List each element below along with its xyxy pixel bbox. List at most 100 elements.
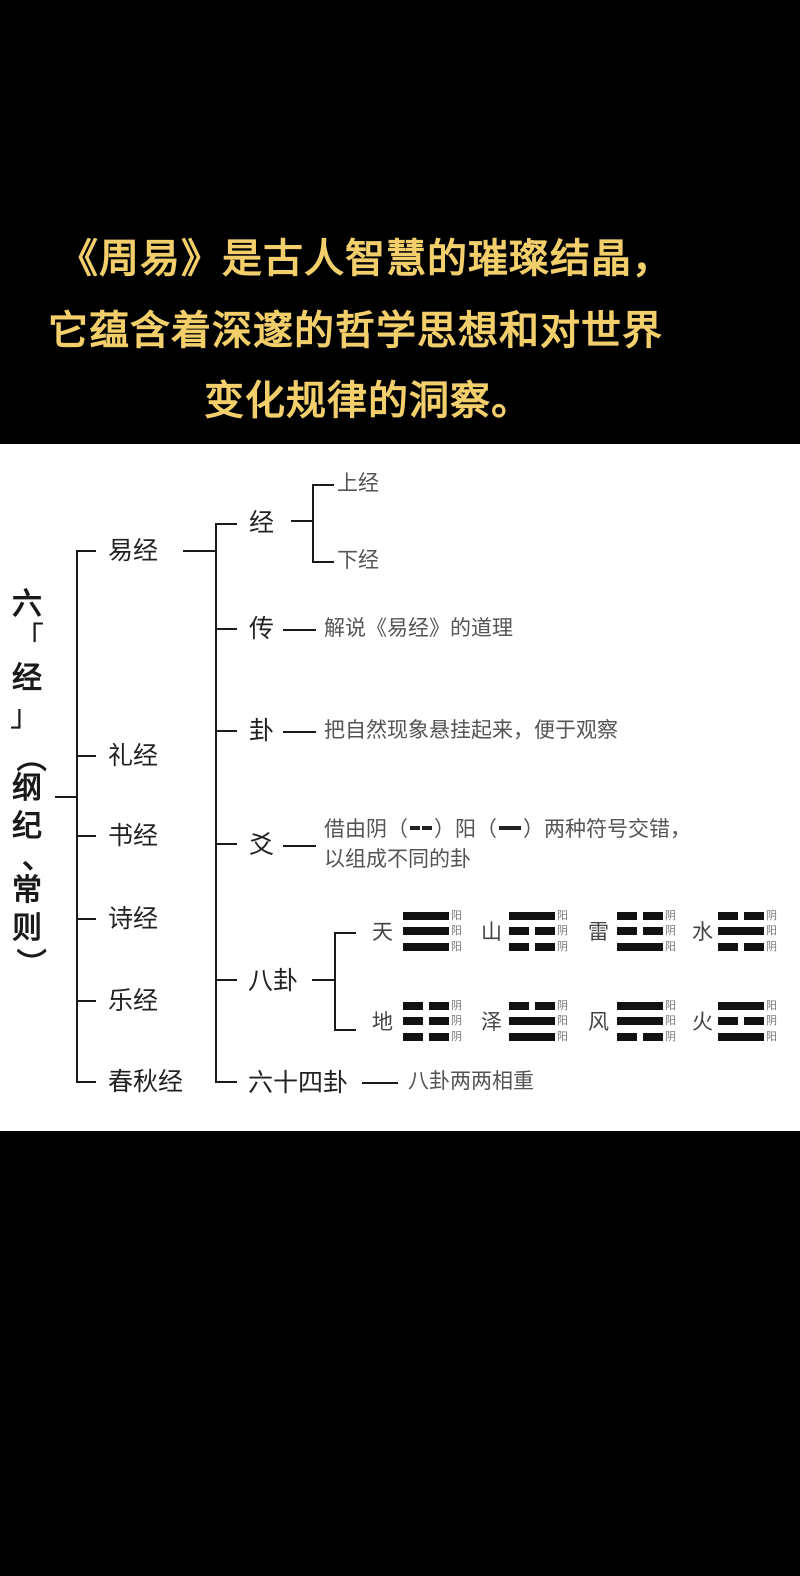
yao-description-line-1: 借由阴（ ）阳（ ）两种符号交错， (324, 814, 691, 844)
root-char: 纲 (12, 771, 42, 806)
yin-line-icon (617, 927, 663, 935)
connector (312, 979, 335, 981)
root-char: 常 (12, 873, 42, 908)
part-zhuan: 传 (249, 614, 275, 643)
yin-line-icon (403, 1033, 449, 1041)
caption-line-1: 《周易》是古人智慧的璀璨结晶， (58, 236, 673, 282)
yin-line-icon (509, 943, 555, 951)
connector (215, 1081, 237, 1083)
classic-yuejing: 乐经 (108, 986, 159, 1015)
text: ）阳（ (434, 817, 497, 841)
line-label: 阴 (451, 999, 462, 1012)
yin-line-icon (509, 927, 555, 935)
yang-line-icon (718, 1033, 764, 1041)
line-label: 阴 (665, 909, 676, 922)
caption-line-3: 变化规律的洞察。 (204, 378, 532, 424)
text: 借由阴（ (324, 817, 408, 841)
six-classics-diagram: 六 「 经 」 （ 纲 纪 、 常 则 ） 易经 礼经 书经 诗经 乐经 春秋经… (0, 444, 800, 1131)
part-jing: 经 (249, 508, 275, 537)
connector (215, 979, 237, 981)
root-char: 」 (10, 699, 40, 734)
connector (215, 628, 237, 630)
yao-description: 借由阴（ ）阳（ ）两种符号交错， 以组成不同的卦 (324, 814, 691, 875)
trigram-name: 雷 (588, 920, 609, 944)
text: ）两种符号交错， (523, 817, 691, 841)
yin-line-icon (509, 1002, 555, 1010)
connector (312, 484, 334, 486)
line-label: 阳 (557, 1014, 568, 1027)
sixty-four-gua-description: 八卦两两相重 (408, 1069, 534, 1093)
yang-line-icon (509, 1017, 555, 1025)
trigram-name: 水 (692, 920, 713, 944)
yin-line-icon (718, 1017, 764, 1025)
jing-bracket (312, 484, 314, 563)
line-label: 阳 (557, 1030, 568, 1043)
yang-line-icon (509, 1033, 555, 1041)
yin-line-icon (718, 943, 764, 951)
line-label: 阳 (766, 924, 777, 937)
line-label: 阴 (665, 924, 676, 937)
root-char: 、 (22, 841, 52, 876)
xiajing: 下经 (337, 548, 379, 572)
line-label: 阳 (665, 1014, 676, 1027)
classics-bracket (76, 550, 78, 1083)
part-yao: 爻 (249, 830, 275, 859)
root-char: 纪 (12, 809, 42, 844)
part-gua: 卦 (249, 716, 275, 745)
yang-line-icon (718, 1002, 764, 1010)
root-char: 经 (12, 661, 42, 696)
yin-line-icon (617, 1033, 663, 1041)
line-label: 阴 (766, 940, 777, 953)
line-label: 阳 (557, 909, 568, 922)
yijing-connector (183, 550, 217, 552)
trigram-name: 泽 (481, 1010, 502, 1034)
line-label: 阴 (557, 924, 568, 937)
root-connector (55, 796, 77, 798)
caption-line-2: 它蕴含着深邃的哲学思想和对世界 (48, 308, 663, 354)
yin-symbol-icon (408, 826, 434, 830)
line-label: 阳 (451, 909, 462, 922)
trigram-name: 火 (692, 1010, 713, 1034)
connector (291, 520, 313, 522)
yao-description-line-2: 以组成不同的卦 (324, 847, 471, 872)
line-label: 阴 (557, 940, 568, 953)
line-label: 阳 (665, 999, 676, 1012)
connector (76, 755, 96, 757)
line-label: 阴 (665, 1030, 676, 1043)
line-label: 阳 (766, 999, 777, 1012)
connector (215, 843, 237, 845)
line-label: 阴 (766, 1014, 777, 1027)
line-label: 阴 (557, 999, 568, 1012)
root-char: ） (12, 948, 47, 978)
line-label: 阴 (766, 909, 777, 922)
connector (362, 1082, 398, 1084)
yin-line-icon (403, 1017, 449, 1025)
connector (283, 731, 316, 733)
root-char: （ (12, 742, 47, 772)
yang-line-icon (509, 912, 555, 920)
yang-line-icon (403, 943, 449, 951)
yang-line-icon (617, 1017, 663, 1025)
connector (283, 629, 316, 631)
connector (334, 932, 356, 934)
yang-line-icon (617, 943, 663, 951)
yin-line-icon (718, 912, 764, 920)
top-black-band: 《周易》是古人智慧的璀璨结晶， 它蕴含着深邃的哲学思想和对世界 变化规律的洞察。 (0, 0, 800, 444)
connector (76, 550, 96, 552)
connector (312, 561, 334, 563)
trigram-name: 山 (481, 920, 502, 944)
line-label: 阴 (451, 1014, 462, 1027)
connector (283, 845, 316, 847)
connector (76, 1081, 96, 1083)
line-label: 阳 (665, 940, 676, 953)
part-sixty-four-gua: 六十四卦 (248, 1068, 349, 1097)
line-label: 阳 (766, 1030, 777, 1043)
zhuan-description: 解说《易经》的道理 (324, 616, 513, 640)
classic-chunqiujing: 春秋经 (108, 1067, 184, 1096)
yang-line-icon (718, 927, 764, 935)
connector (215, 730, 237, 732)
bagua-bracket (334, 932, 336, 1031)
yang-symbol-icon (497, 826, 523, 830)
part-bagua: 八卦 (248, 966, 299, 995)
trigram-name: 地 (372, 1010, 393, 1034)
